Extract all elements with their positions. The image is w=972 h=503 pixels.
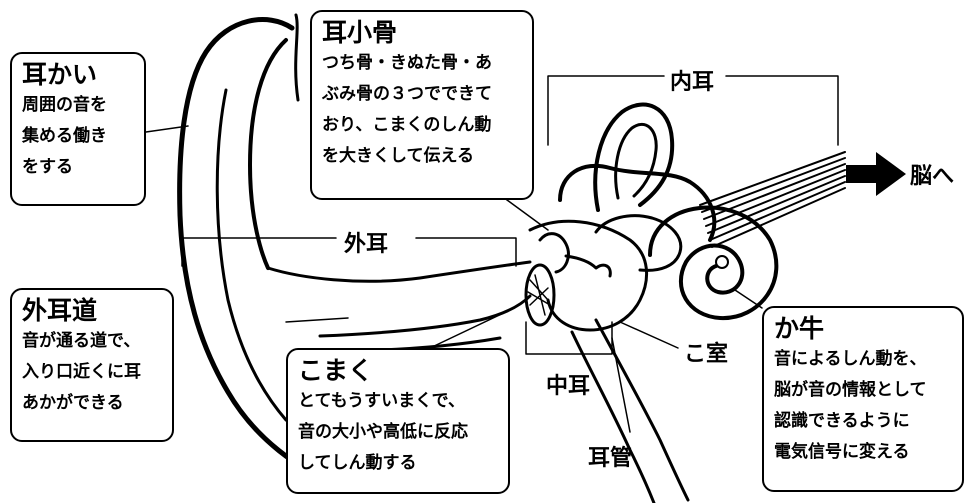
to-brain-label: 脳へ [910,164,955,189]
ear-canal-title: 外耳道 [22,296,98,325]
concha-outline [215,88,288,422]
cochlea-title: か牛 [774,314,825,343]
eardrum-title: こまく [298,356,374,385]
ear-canal-upper [266,260,532,283]
outer-ear-label: 外耳 [340,226,393,258]
eustachian-tube-label: 耳管 [588,446,633,471]
cochlea-callout: か牛 音によるしん動を、 脳が音の情報として 認識できるように 電気信号に変える [762,306,964,492]
semicircular-canal-2 [558,163,717,242]
ear-flap-text-1: 周囲の音を [22,95,107,115]
ossicles-text-2: ぶみ骨の３つでできて [322,84,492,104]
inner-ear-label: 内耳 [666,64,719,96]
bracket-inner-ear [547,75,839,146]
eardrum-text-3: してしん動する [298,453,417,473]
ossicle-chain [538,232,612,278]
ear-canal-text-1: 音が通る道で、 [22,331,141,351]
ear-flap-title: 耳かい [22,60,98,89]
semicircular-canal-inner [614,122,658,200]
arrow-right-icon [846,152,906,196]
middle-ear-label: 中耳 [546,374,591,399]
ear-canal-text-3: あかができる [22,393,124,413]
antihelix-outline [248,38,288,270]
ear-flap-callout: 耳かい 周囲の音を 集める働き をする [10,52,146,206]
ear-flap-text-3: をする [22,157,73,177]
ossicles-text-3: おり、こまくのしん動 [322,115,492,135]
cochlea-text-4: 電気信号に変える [774,442,910,462]
auditory-nerve [699,151,846,248]
ossicles-callout: 耳小骨 つち骨・きぬた骨・あ ぶみ骨の３つでできて おり、こまくのしん動 を大き… [310,10,534,200]
leader-lines [145,125,763,433]
bracket-outer-ear [181,237,517,267]
eustachian-tube-lower [570,330,656,503]
ossicles-text-1: つち骨・きぬた骨・あ [322,53,492,73]
ear-canal-text-2: 入り口近くに耳 [22,362,141,382]
helix-inner [294,13,300,102]
middle-ear-cavity [528,219,649,332]
eardrum-text-1: とてもうすいまくで、 [298,391,465,411]
ossicles-text-4: を大きくして伝える [322,146,474,166]
ossicles-title: 耳小骨 [322,18,398,47]
ear-canal-lower [318,294,532,338]
cochlea-text-3: 認識できるように [774,411,910,431]
eardrum-shape [524,263,556,327]
ear-canal-callout: 外耳道 音が通る道で、 入り口近くに耳 あかができる [10,288,174,442]
eardrum-callout: こまく とてもうすいまくで、 音の大小や高低に反応 してしん動する [286,348,510,494]
cochlea-spiral [648,205,779,321]
ear-flap-text-2: 集める働き [22,126,107,146]
eardrum-lines [527,274,551,316]
eardrum-text-2: 音の大小や高低に反応 [298,422,468,442]
vestibule [594,214,683,272]
tympanic-cavity-label: こ室 [684,342,729,367]
cochlea-text-1: 音によるしん動を、 [774,349,927,369]
cochlea-text-2: 脳が音の情報として [774,380,927,400]
semicircular-canal [593,102,675,212]
cochlea-center [715,255,729,269]
